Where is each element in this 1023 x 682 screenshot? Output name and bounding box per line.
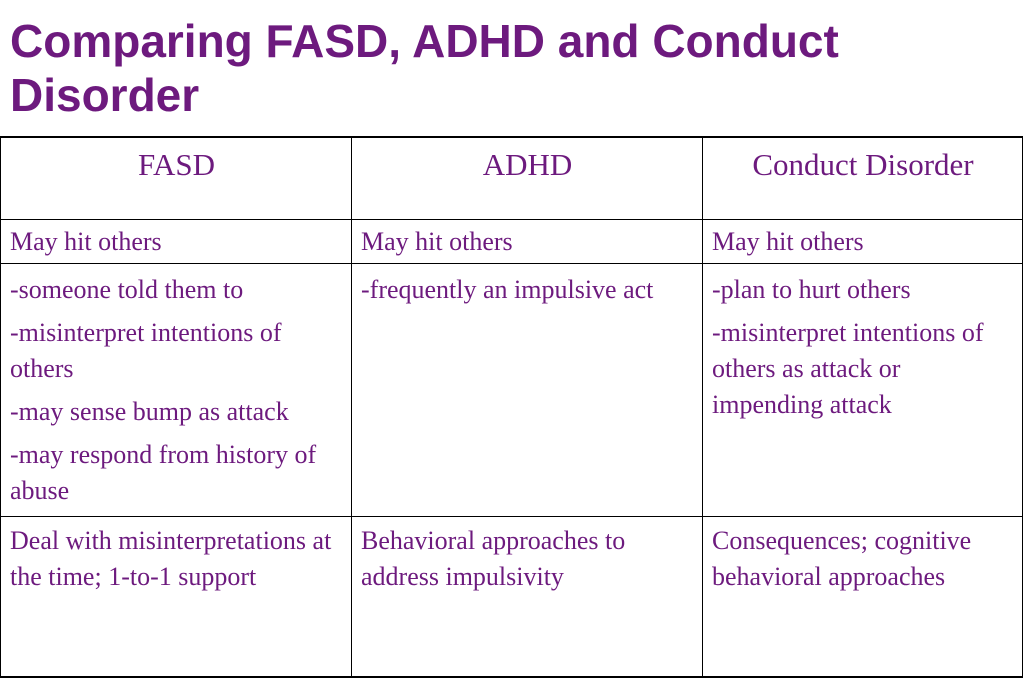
reason-item: -may sense bump as attack xyxy=(10,396,289,426)
reason-item: -plan to hurt others xyxy=(712,274,911,304)
table-row: Deal with misinterpretations at the time… xyxy=(0,515,1023,678)
header-adhd: ADHD xyxy=(351,136,703,220)
comparison-table: FASD ADHD Conduct Disorder May hit other… xyxy=(0,136,1023,678)
cell-fasd-reasons: -someone told them to -misinterpret inte… xyxy=(0,262,352,517)
header-conduct-disorder: Conduct Disorder xyxy=(702,136,1023,220)
reason-item: -frequently an impulsive act xyxy=(361,274,654,304)
cell-conduct-reasons: -plan to hurt others -misinterpret inten… xyxy=(702,262,1023,517)
cell-conduct-treatment: Consequences; cognitive behavioral appro… xyxy=(702,515,1023,678)
cell-fasd-hit: May hit others xyxy=(0,218,352,264)
cell-adhd-reasons: -frequently an impulsive act xyxy=(351,262,703,517)
reason-item: -misinterpret intentions of others xyxy=(10,317,282,383)
table-row: May hit others May hit others May hit ot… xyxy=(0,218,1023,264)
reason-item: -misinterpret intentions of others as at… xyxy=(712,317,984,419)
header-fasd: FASD xyxy=(0,136,352,220)
table-row: -someone told them to -misinterpret inte… xyxy=(0,262,1023,517)
slide-title: Comparing FASD, ADHD and Conduct Disorde… xyxy=(10,15,839,121)
reason-item: -may respond from history of abuse xyxy=(10,439,317,505)
cell-adhd-hit: May hit others xyxy=(351,218,703,264)
cell-fasd-treatment: Deal with misinterpretations at the time… xyxy=(0,515,352,678)
cell-adhd-treatment: Behavioral approaches to address impulsi… xyxy=(351,515,703,678)
reason-item: -someone told them to xyxy=(10,274,244,304)
cell-conduct-hit: May hit others xyxy=(702,218,1023,264)
table-header-row: FASD ADHD Conduct Disorder xyxy=(0,136,1023,220)
